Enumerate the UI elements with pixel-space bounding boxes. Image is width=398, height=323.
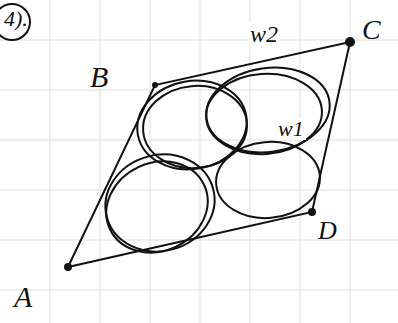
circled-number: [0, 4, 30, 40]
vertex-dots: [64, 37, 355, 271]
vertex-label: D: [318, 218, 337, 244]
problem-number: 4).: [4, 8, 28, 30]
vertex-label: C: [362, 16, 381, 44]
parallelogram: [68, 42, 350, 267]
ellipses: [91, 60, 335, 269]
circle-label: w1: [276, 118, 306, 140]
vertex-label: A: [14, 282, 32, 312]
circle-label: w2: [248, 22, 280, 46]
vertex-label: B: [90, 62, 108, 92]
